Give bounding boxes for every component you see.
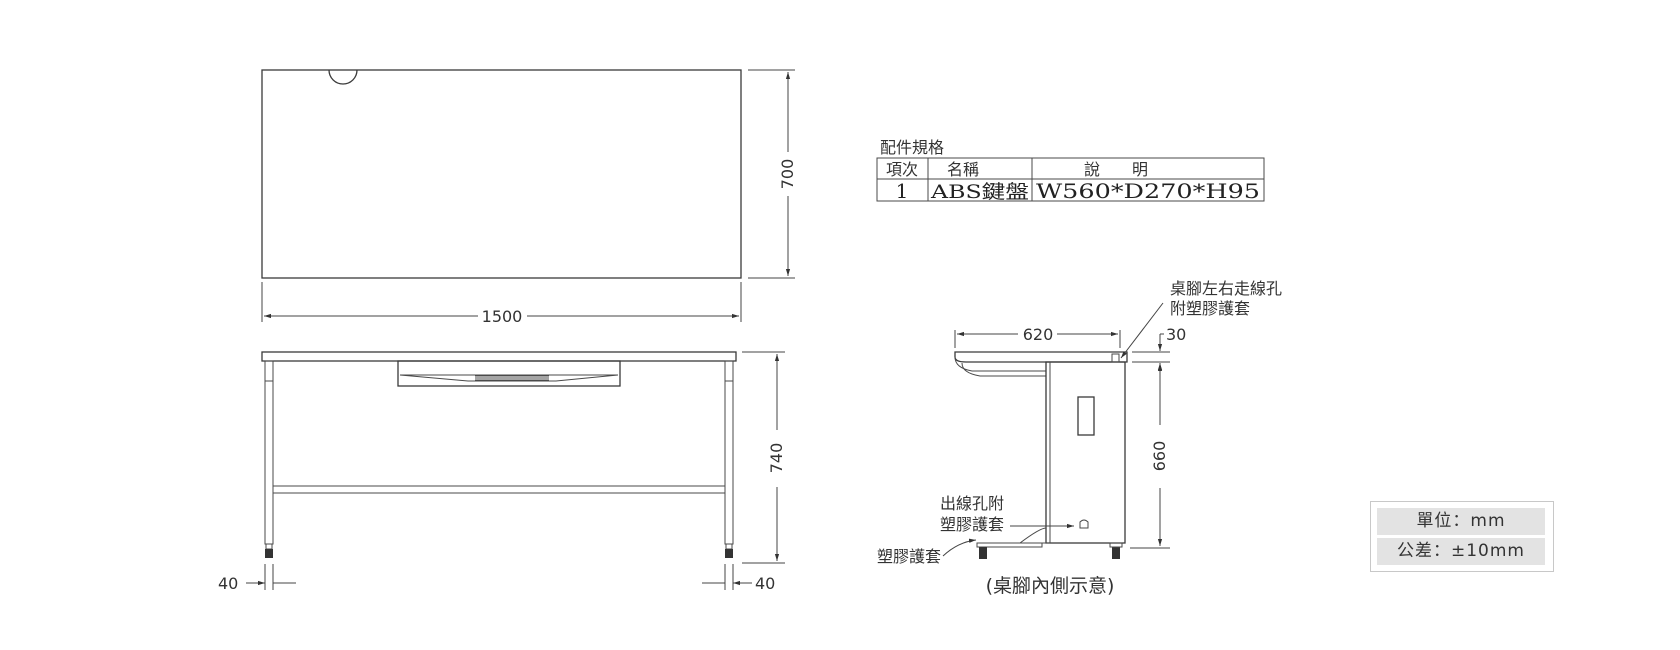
header-name: 名稱: [947, 160, 979, 179]
side-depth-label: 620: [1023, 325, 1054, 344]
note-cable-hole-line2: 附塑膠護套: [1170, 299, 1250, 318]
grommet-side: [1111, 353, 1120, 363]
top-thickness-label: 30: [1166, 325, 1186, 344]
unit-tolerance-box: 單位：mm 公差：±10mm: [1370, 501, 1554, 572]
note-cable-hole-line1: 桌腳左右走線孔: [1170, 279, 1282, 298]
side-desktop: [954, 351, 1128, 363]
top-view: 1500 700: [261, 69, 797, 326]
row-item-no: 1: [896, 179, 909, 203]
left-leg-width-label: 40: [218, 574, 238, 593]
side-height-label: 660: [1150, 441, 1169, 472]
header-item-no: 項次: [886, 160, 918, 179]
side-view: 620 30 660 桌腳左右走線孔 附塑膠護套 出線孔附 塑膠護套 塑膠護套 …: [877, 279, 1282, 597]
right-leg-width-label: 40: [755, 574, 775, 593]
keyboard-tray: [397, 360, 621, 387]
height-dimension-label: 740: [767, 443, 786, 474]
desk-top-outline: [261, 69, 742, 279]
header-description: 說 明: [1084, 160, 1148, 179]
width-dimension-label: 1500: [482, 307, 523, 326]
spec-table: 配件規格 項次 名稱 說 明 1 ABS鍵盤 W560*D270*H95: [876, 138, 1265, 203]
side-leg-panel: [1045, 361, 1126, 544]
cable-hole: [1077, 396, 1095, 436]
tolerance-label: 公差：±10mm: [1377, 538, 1545, 565]
outlet-cap: [1079, 519, 1089, 529]
unit-label: 單位：mm: [1377, 508, 1545, 535]
row-description: W560*D270*H95: [1036, 179, 1260, 203]
note-outlet-line2: 塑膠護套: [940, 515, 1004, 534]
left-leg: [264, 360, 274, 545]
note-cap: 塑膠護套: [877, 547, 941, 566]
side-foot-right: [1112, 547, 1120, 559]
grommet-notch: [328, 69, 358, 85]
front-desktop: [261, 351, 737, 362]
right-foot: [725, 549, 733, 558]
note-outlet-line1: 出線孔附: [940, 494, 1004, 513]
side-foot-left: [979, 547, 987, 559]
lower-stretcher: [272, 485, 726, 494]
front-view: 740 40 40: [218, 351, 786, 593]
side-view-caption: (桌腳內側示意): [986, 575, 1115, 597]
row-name: ABS鍵盤: [930, 181, 1029, 203]
left-foot: [265, 549, 273, 558]
depth-dimension-label: 700: [778, 159, 797, 190]
spec-table-title: 配件規格: [880, 138, 944, 157]
right-leg: [724, 360, 734, 545]
